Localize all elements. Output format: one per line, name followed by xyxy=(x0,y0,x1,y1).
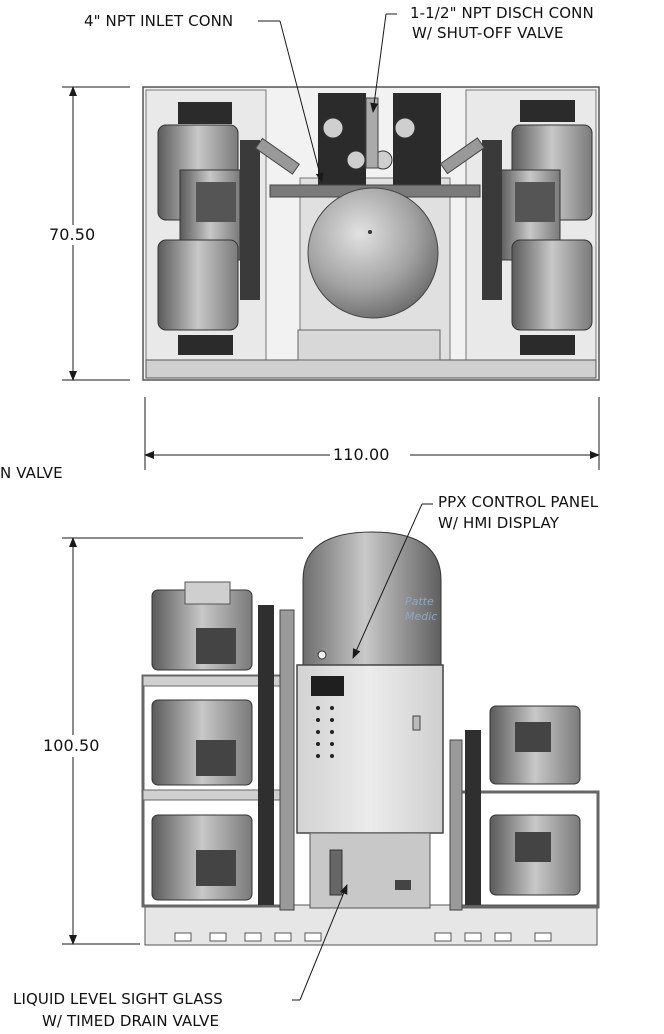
drain-valve-fragment: N VALVE xyxy=(0,464,63,482)
discharge-callout-line2: W/ SHUT-OFF VALVE xyxy=(412,24,564,42)
tank-logo-line1: Patte xyxy=(405,595,434,608)
top-height-dimension: 70.50 xyxy=(49,225,96,244)
sight-glass-callout-line1: LIQUID LEVEL SIGHT GLASS xyxy=(13,990,223,1008)
discharge-callout-line1: 1-1/2" NPT DISCH CONN xyxy=(410,4,594,22)
front-left-compressors xyxy=(151,581,295,911)
control-panel-callout-line2: W/ HMI DISPLAY xyxy=(438,514,559,532)
front-height-dimension: 100.50 xyxy=(43,736,100,755)
top-width-dimension: 110.00 xyxy=(333,445,390,464)
top-right-compressor xyxy=(482,100,593,355)
hmi-display xyxy=(311,676,344,696)
dimension-lines xyxy=(62,86,600,945)
sight-glass-callout-line2: W/ TIMED DRAIN VALVE xyxy=(42,1012,220,1030)
top-view xyxy=(142,86,600,381)
inlet-callout: 4" NPT INLET CONN xyxy=(84,12,234,30)
leader-lines xyxy=(258,13,433,1001)
front-vertical-tank xyxy=(302,531,442,666)
tank-logo-line2: Medic xyxy=(405,610,437,623)
control-panel-callout-line1: PPX CONTROL PANEL xyxy=(438,493,599,511)
top-left-compressor xyxy=(157,102,260,355)
front-view xyxy=(141,531,600,946)
sight-glass xyxy=(329,849,343,896)
panel-buttons xyxy=(316,706,334,758)
top-receiver-tank xyxy=(307,187,439,319)
front-right-compressors xyxy=(449,705,581,911)
